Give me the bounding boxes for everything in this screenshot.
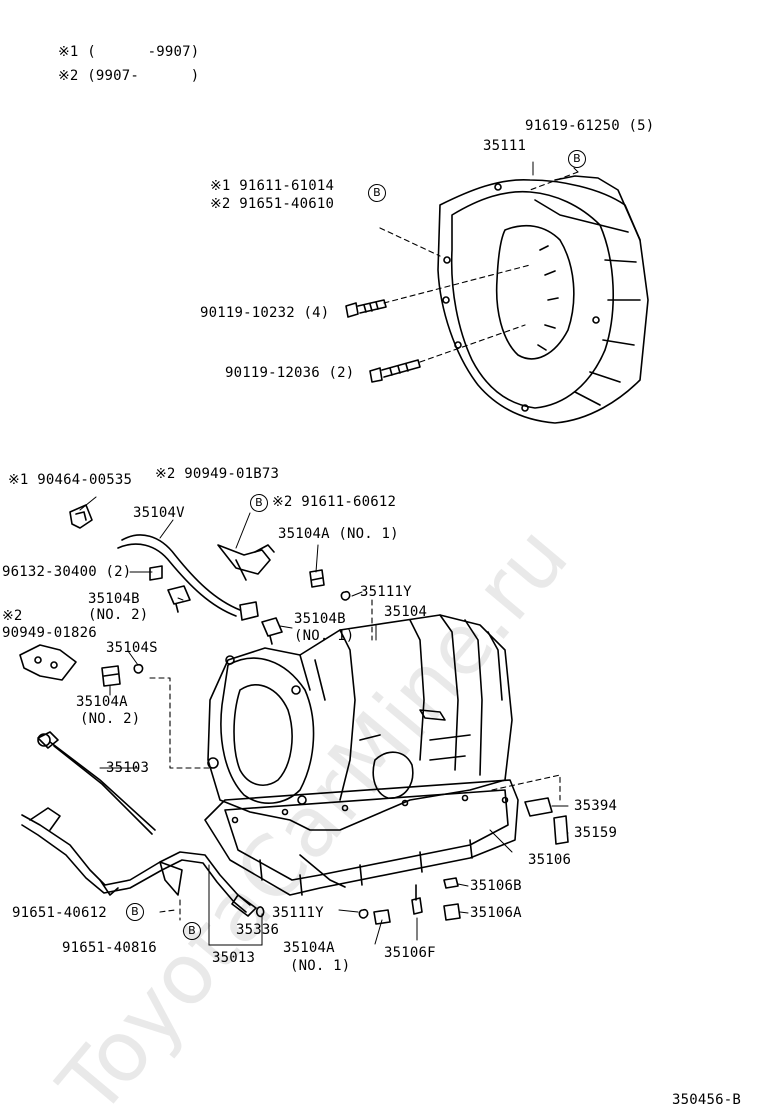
label-35104a-no2: 35104A xyxy=(76,694,128,710)
clip-90464 xyxy=(69,504,93,529)
oring-35104S xyxy=(133,663,144,674)
plug-35104A-no1-lower xyxy=(373,909,391,925)
dipstick xyxy=(37,731,156,835)
filler-tube xyxy=(21,807,346,917)
leader-lines-lower xyxy=(149,599,561,921)
oring-35111Y-upper xyxy=(340,590,351,601)
label-35104v: 35104V xyxy=(133,505,185,521)
label-91611-60612: ※2 91611-60612 xyxy=(272,494,397,510)
label-90119-10232: 90119-10232 (4) xyxy=(200,305,330,321)
oil-pan xyxy=(204,779,519,896)
label-note-2: ※2 xyxy=(2,608,23,624)
label-35104b-no1-sub: (NO. 1) xyxy=(294,628,355,644)
ref-marker-b-3: B xyxy=(250,494,268,512)
label-35104a-no1-lower-sub: (NO. 1) xyxy=(290,958,351,974)
label-35336: 35336 xyxy=(236,922,280,938)
ref-marker-b-2: B xyxy=(368,184,386,202)
legend-mark-2: ※2 xyxy=(58,68,79,84)
label-35159: 35159 xyxy=(574,825,618,841)
label-35103: 35103 xyxy=(106,760,150,776)
strainer-35394 xyxy=(524,797,553,817)
union-35104B-no2 xyxy=(167,585,191,613)
label-91611-61014: ※1 91611-61014 xyxy=(210,178,335,194)
label-35106a: 35106A xyxy=(470,905,522,921)
figure-code: 350456-B xyxy=(672,1092,742,1108)
leader-lines-upper xyxy=(379,171,579,363)
converter-housing xyxy=(437,175,649,424)
ref-marker-b-4: B xyxy=(126,903,144,921)
label-91651-40816: 91651-40816 xyxy=(62,940,157,956)
plug-35106A xyxy=(443,903,461,921)
label-35104b-no2-sub: (NO. 2) xyxy=(88,607,149,623)
label-90949-01826: 90949-01826 xyxy=(2,625,97,641)
union-35104B-no1 xyxy=(261,617,283,645)
legend-row-2: ※2 (9907- ) xyxy=(58,68,199,84)
gasket-35336 xyxy=(255,906,265,918)
plug-35104A-no1-upper xyxy=(309,569,325,588)
label-35104b-no2: 35104B xyxy=(88,591,140,607)
leader-lines xyxy=(79,161,579,946)
ref-b-circle: B xyxy=(250,494,268,512)
label-90119-12036: 90119-12036 (2) xyxy=(225,365,355,381)
bracket-90949-01826 xyxy=(19,644,77,681)
label-91651-40610: ※2 91651-40610 xyxy=(210,196,335,212)
ref-b-circle: B xyxy=(183,922,201,940)
tube-35159 xyxy=(553,815,569,845)
label-35111y-upper: 35111Y xyxy=(360,584,412,600)
magnet-35106B xyxy=(443,877,459,889)
bolt-90119-12036 xyxy=(369,359,421,383)
sensor-90949 xyxy=(217,544,275,581)
label-35106: 35106 xyxy=(528,852,572,868)
label-35394: 35394 xyxy=(574,798,618,814)
label-90949-01b73: ※2 90949-01B73 xyxy=(155,466,280,482)
label-35111: 35111 xyxy=(483,138,527,154)
label-35104: 35104 xyxy=(384,604,428,620)
breather-hose xyxy=(117,534,259,621)
label-35104a-no2-sub: (NO. 2) xyxy=(80,711,141,727)
ref-b-circle: B xyxy=(568,150,586,168)
label-91619-61250: 91619-61250 (5) xyxy=(525,118,655,134)
plug-35104A-no2 xyxy=(101,665,121,687)
label-96132-30400: 96132-30400 (2) xyxy=(2,564,132,580)
legend-range-1: ( -9907) xyxy=(87,44,200,60)
ref-marker-b-5: B xyxy=(183,922,201,940)
label-91651-40612: 91651-40612 xyxy=(12,905,107,921)
label-35013: 35013 xyxy=(212,950,256,966)
label-35104b-no1: 35104B xyxy=(294,611,346,627)
drain-plug-35106F xyxy=(411,884,423,915)
ref-marker-b-1: B xyxy=(568,150,586,168)
label-35106b: 35106B xyxy=(470,878,522,894)
oring-35111Y-lower xyxy=(358,908,369,919)
label-35111y-lower: 35111Y xyxy=(272,905,324,921)
legend-mark-1: ※1 xyxy=(58,44,79,60)
label-35104a-no1-lower: 35104A xyxy=(283,940,335,956)
ref-b-circle: B xyxy=(126,903,144,921)
legend-row-1: ※1 ( -9907) xyxy=(58,44,199,60)
label-90464-00535: ※1 90464-00535 xyxy=(8,472,133,488)
bolt-90119-10232 xyxy=(345,299,387,318)
label-35104s: 35104S xyxy=(106,640,158,656)
ref-b-circle: B xyxy=(368,184,386,202)
label-35106f: 35106F xyxy=(384,945,436,961)
legend-range-2: (9907- ) xyxy=(87,68,200,84)
label-35104a-no1-upper: 35104A (NO. 1) xyxy=(278,526,399,542)
